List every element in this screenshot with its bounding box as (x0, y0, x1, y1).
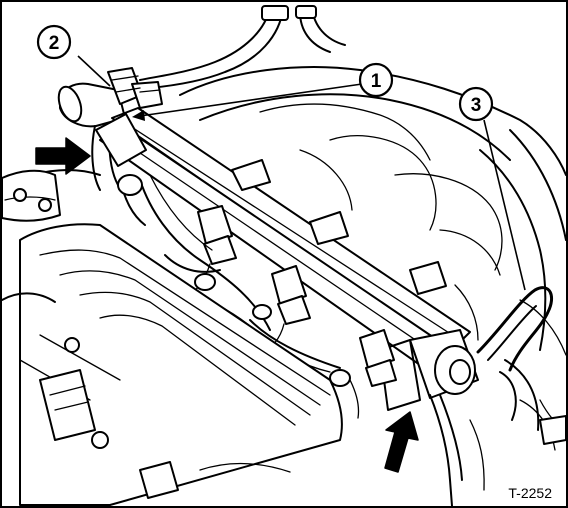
vacuum-hoses (139, 5, 346, 89)
lower-right-harness (429, 394, 567, 507)
injector-1 (179, 205, 237, 301)
engine-block (1, 169, 343, 506)
callout-2-leader (77, 55, 111, 87)
callout-3-leader (483, 119, 526, 291)
callout-1-label: 1 (371, 71, 382, 92)
callout-3-label: 3 (471, 95, 482, 116)
arrow-left (35, 137, 91, 175)
callout-1: 1 (358, 62, 394, 98)
arrow-bottom (384, 411, 419, 473)
callout-1-arrowhead (132, 110, 145, 121)
fuel-injectors (179, 159, 447, 387)
intake-manifold (179, 66, 567, 356)
callout-2-label: 2 (49, 33, 60, 54)
injector-2 (257, 265, 311, 357)
fuel-hose-connection (57, 67, 163, 191)
injector-3 (359, 329, 397, 387)
callout-1-leader (139, 83, 363, 117)
figure-reference: T-2252 (508, 485, 552, 501)
callout-2: 2 (36, 24, 72, 60)
fuel-rail (95, 107, 479, 411)
callout-3: 3 (458, 86, 494, 122)
